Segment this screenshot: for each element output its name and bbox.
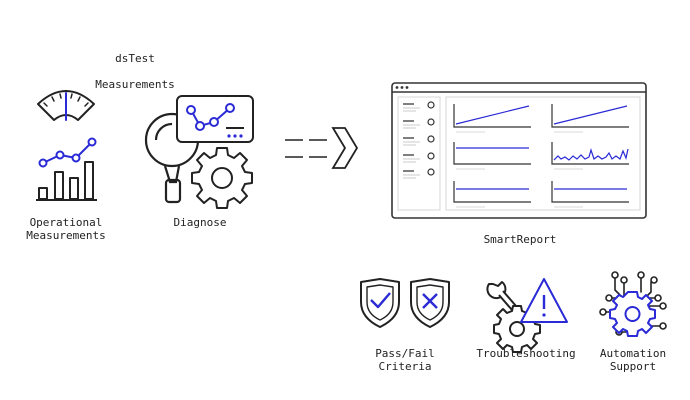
report-window-icon <box>391 82 647 219</box>
circuit-gear-icon <box>599 271 667 337</box>
label-pass-fail-criteria: Pass/Fail Criteria <box>375 347 435 373</box>
dashboard-screen-icon <box>176 95 254 143</box>
label-troubleshooting: Troubleshooting <box>476 347 576 360</box>
gauge-icon <box>37 90 95 121</box>
shield-x-icon <box>410 278 450 328</box>
label-automation-support: Automation Support <box>599 347 667 373</box>
shield-check-icon <box>360 278 400 328</box>
label-operational-measurements: Operational Measurements <box>26 216 106 242</box>
gear-icon <box>191 147 253 209</box>
dashed-arrow-icon <box>285 127 359 169</box>
label-smartreport: SmartReport <box>483 233 557 246</box>
diagram-title: dsTest Measurements <box>75 39 195 104</box>
title-line-2: Measurements <box>95 78 175 91</box>
label-diagnose: Diagnose <box>173 216 227 229</box>
bar-line-chart-icon <box>36 137 97 201</box>
title-line-1: dsTest <box>115 52 155 65</box>
warning-icon <box>520 278 568 323</box>
